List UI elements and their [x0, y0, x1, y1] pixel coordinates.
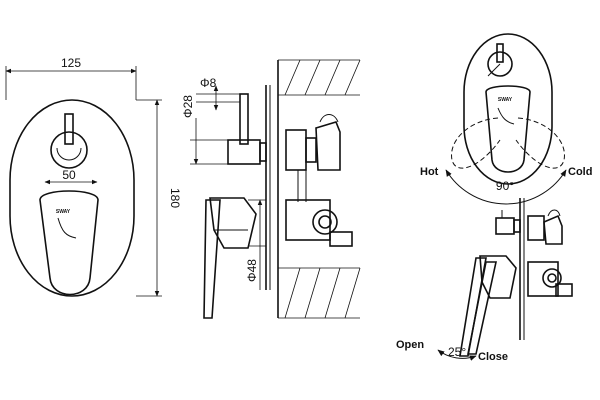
- close-label: Close: [478, 351, 508, 363]
- side-view: Φ8 Φ28 Φ48: [181, 59, 361, 319]
- body-dim-label: Φ48: [245, 259, 259, 282]
- front-view: 125 180 50 SWAY: [5, 56, 182, 297]
- lower-port-inner: [318, 215, 332, 229]
- lever-lower-port-inner: [547, 273, 557, 283]
- upper-valve-neck: [305, 137, 317, 163]
- lever-upper-outlet: [543, 214, 563, 245]
- upper-outlet: [315, 121, 341, 171]
- lever-lower-port-outer: [542, 268, 562, 288]
- rotation-view: SWAY Hot Cold 90°: [420, 33, 592, 205]
- rotation-diverter-mark: [487, 63, 501, 77]
- diverter-arc: [56, 147, 82, 161]
- lever-lower-outlet: [555, 283, 573, 297]
- stem-dim-label: Φ8: [200, 76, 217, 90]
- cold-label: Cold: [568, 166, 592, 178]
- handle-lever-side: [203, 199, 221, 319]
- front-logo: SWAY: [56, 209, 71, 215]
- handle-dimension-label: 50: [62, 168, 76, 182]
- diverter-knob: [50, 131, 88, 169]
- height-dimension-label: 180: [168, 188, 182, 208]
- handle-cold-position: [515, 117, 565, 169]
- mixer-handle: [39, 190, 99, 296]
- rotation-handle: [485, 85, 531, 173]
- rotation-handle-groove: [497, 107, 515, 125]
- lever-upper-block: [527, 215, 545, 241]
- handle-groove: [57, 217, 77, 239]
- lower-outlet: [329, 231, 353, 247]
- lever-upper-cap: [547, 209, 561, 217]
- upper-valve-block: [285, 129, 307, 171]
- diverter-collar: [259, 142, 267, 162]
- hot-label: Hot: [420, 166, 439, 178]
- diverter-lever: [64, 113, 74, 145]
- lever-angle-label: 25°: [448, 345, 466, 359]
- upper-outlet-cap: [319, 114, 339, 123]
- rotation-diverter-knob: [487, 51, 513, 77]
- escutcheon-plate: [9, 99, 135, 297]
- lever-diverter-cap: [495, 217, 515, 235]
- wall-hatch-top: [278, 59, 361, 96]
- lower-port-outer: [312, 209, 338, 235]
- rotation-plate: [463, 33, 553, 185]
- diverter-stem: [239, 93, 249, 145]
- rotation-arc: [445, 169, 567, 205]
- lever-angle-arc: [437, 349, 477, 361]
- open-label: Open: [396, 339, 424, 351]
- lever-view: Open 25° Close: [396, 198, 573, 363]
- width-dimension-label: 125: [61, 56, 81, 70]
- lever-diverter-collar: [513, 219, 521, 233]
- lever-open-position: [459, 257, 487, 357]
- cap-dim-label: Φ28: [181, 95, 195, 118]
- handle-hot-position: [451, 117, 501, 169]
- rotation-diverter-lever: [496, 43, 504, 63]
- lever-lower-block: [527, 261, 559, 297]
- rotation-angle-label: 90°: [496, 179, 514, 193]
- rotation-logo: SWAY: [498, 97, 513, 103]
- wall-hatch-bottom: [278, 267, 361, 319]
